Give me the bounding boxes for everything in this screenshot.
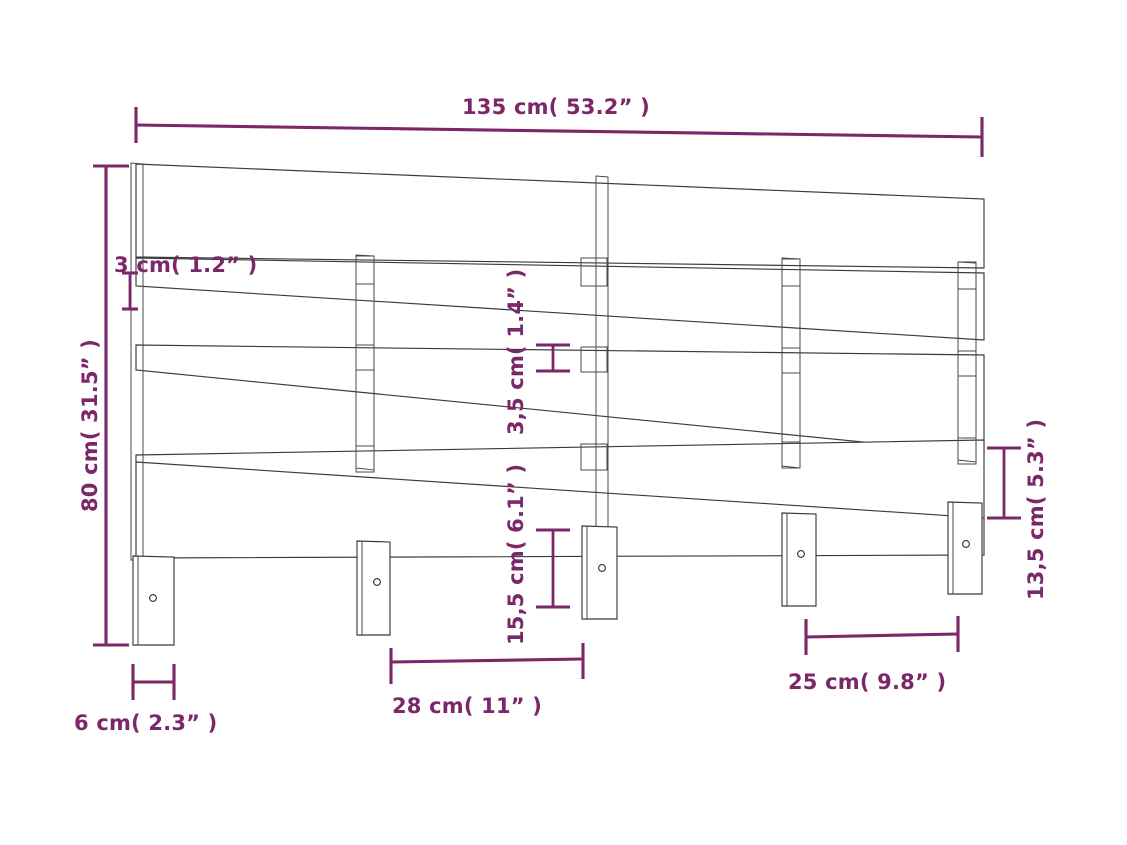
legs [132,501,983,646]
dimension-overall-height: 80 cm( 31.5” ) [78,164,129,647]
joint-c-b [580,346,608,373]
joint-4-a [781,258,801,287]
joint-5-c [957,437,977,465]
ls-left-dim-line [390,657,584,664]
label-overall-height: 80 cm( 31.5” ) [78,339,102,512]
label-bottom-slat-height: 13,5 cm( 5.3” ) [1024,419,1048,600]
dimension-leg-spacing-right: 25 cm( 9.8” ) [788,616,960,694]
leg-4 [781,512,817,607]
screw-hole-icon-3 [598,564,606,572]
dimension-slat-gap: 3,5 cm( 1.4” ) [504,269,570,435]
dimension-leg-spacing-left: 28 cm( 11” ) [389,643,585,718]
label-leg-spacing-left: 28 cm( 11” ) [392,694,542,718]
joint-2-b [355,344,375,371]
label-overall-width: 135 cm( 53.2” ) [462,95,650,119]
slat-1 [135,163,985,269]
label-leg-spacing-right: 25 cm( 9.8” ) [788,670,946,694]
slat-3 [135,344,985,455]
dimension-leg-length: 15,5 cm( 6.1” ) [504,464,570,645]
leg-3 [581,525,618,620]
joint-c-c [580,443,608,471]
screw-hole-icon-2 [373,578,381,586]
screw-hole-icon-4 [797,550,805,558]
label-slat-thickness: 3 cm( 1.2” ) [114,253,257,277]
joint-c-a [580,257,608,287]
leg-2 [356,540,391,636]
ls-right-dim-line [805,632,959,639]
width-dim-line [135,123,983,139]
dimension-slat-thickness: 3 cm( 1.2” ) [114,253,257,311]
dimension-overall-width: 135 cm( 53.2” ) [134,95,984,157]
label-leg-width: 6 cm( 2.3” ) [74,711,217,735]
dimension-leg-width: 6 cm( 2.3” ) [74,664,217,735]
post-joinery-details [355,255,977,473]
joint-2-a [355,255,375,285]
label-slat-gap: 3,5 cm( 1.4” ) [504,269,528,435]
dimension-bottom-slat-height: 13,5 cm( 5.3” ) [987,419,1048,600]
joint-4-c [781,441,801,469]
leg-5 [947,501,983,595]
screw-hole-icon-1 [149,594,157,602]
screw-holes [149,540,970,602]
joint-2-c [355,445,375,473]
joint-4-b [781,347,801,374]
screw-hole-icon-5 [962,540,970,548]
label-leg-length: 15,5 cm( 6.1” ) [504,464,528,645]
joint-5-a [957,261,977,290]
headboard-product [130,162,985,646]
joint-5-b [957,350,977,377]
slat-2 [135,257,985,341]
slat-5 [135,461,985,559]
